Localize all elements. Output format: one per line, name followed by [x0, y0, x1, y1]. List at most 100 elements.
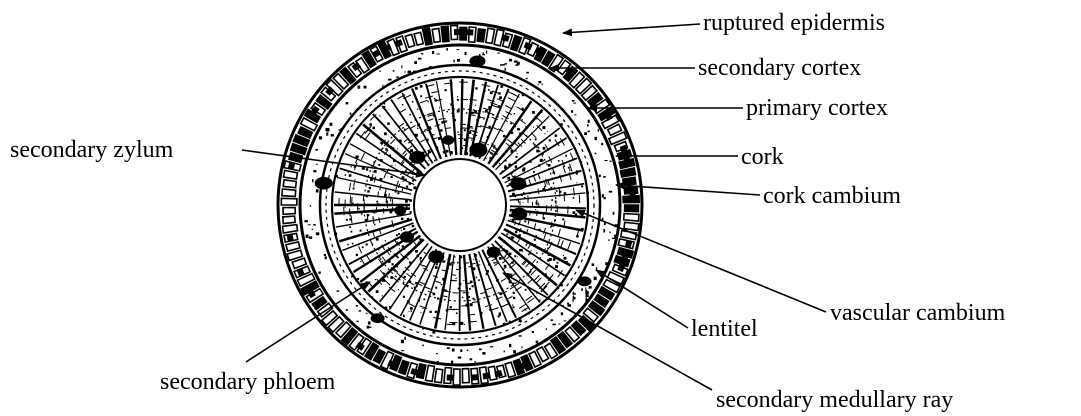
- tissue-speck: [358, 244, 359, 245]
- tissue-speck: [511, 172, 513, 174]
- tissue-speck: [467, 124, 468, 125]
- cortex-cell-dot: [603, 229, 605, 232]
- tissue-speck: [555, 134, 558, 137]
- cortex-cell-dot: [414, 61, 417, 64]
- tissue-speck: [486, 270, 489, 273]
- xylem-cell-wall: [491, 150, 495, 152]
- cork-cell: [405, 34, 415, 47]
- medullary-ray: [482, 250, 516, 318]
- tissue-speck: [428, 161, 429, 162]
- cork-cell-dark: [410, 368, 419, 376]
- cortex-cell-dot: [393, 70, 395, 72]
- tissue-speck: [496, 279, 499, 282]
- cortex-cell-dot: [504, 351, 505, 353]
- tissue-speck: [565, 275, 566, 276]
- tissue-speck: [379, 115, 380, 116]
- tissue-speck: [348, 213, 349, 214]
- tissue-speck: [513, 297, 515, 299]
- cortex-cell-dot: [364, 86, 367, 89]
- tissue-speck: [421, 312, 422, 313]
- tissue-speck: [404, 128, 405, 129]
- tissue-speck: [461, 147, 463, 149]
- tissue-speck: [444, 290, 446, 292]
- cork-cell: [286, 242, 300, 251]
- tissue-speck: [345, 174, 347, 176]
- tissue-speck: [373, 177, 375, 179]
- tissue-speck: [437, 297, 439, 299]
- tissue-speck: [574, 148, 576, 150]
- tissue-speck: [534, 117, 537, 120]
- cork-cell: [477, 29, 485, 42]
- cortex-cell-dot: [408, 71, 411, 73]
- cortex-cell-dot: [595, 137, 597, 140]
- tissue-speck: [522, 108, 524, 110]
- tissue-speck: [536, 252, 538, 254]
- cortex-cell-dot: [312, 179, 314, 182]
- tissue-speck: [352, 203, 354, 205]
- tissue-speck: [392, 147, 395, 150]
- tissue-speck: [488, 126, 490, 128]
- tissue-speck: [427, 253, 428, 254]
- tissue-speck: [403, 228, 405, 230]
- tissue-speck: [432, 331, 435, 334]
- tissue-speck: [512, 219, 515, 222]
- tissue-speck: [560, 123, 563, 126]
- tissue-speck: [488, 263, 491, 266]
- xylem-cell-wall: [408, 146, 412, 150]
- tissue-speck: [372, 296, 374, 298]
- tissue-speck: [457, 262, 459, 264]
- xylem-cell-wall: [505, 106, 512, 109]
- tissue-speck: [569, 215, 571, 217]
- tissue-speck: [404, 276, 406, 278]
- tissue-speck: [557, 287, 559, 289]
- tissue-speck: [518, 223, 520, 225]
- tissue-speck: [469, 288, 471, 290]
- xylem-cell-wall: [389, 193, 390, 198]
- xylem-cell-wall: [528, 244, 531, 249]
- tissue-speck: [426, 153, 429, 156]
- label-secondary-cortex: secondary cortex: [698, 55, 861, 81]
- cortex-cell-dot: [401, 340, 404, 344]
- xylem-cell-wall: [397, 181, 399, 185]
- tissue-speck: [513, 169, 514, 170]
- xylem-cell-wall: [511, 264, 515, 268]
- cortex-cell-dot: [432, 51, 434, 54]
- tissue-speck: [532, 111, 535, 114]
- xylem-cell-wall: [530, 211, 531, 216]
- xylem-cell-wall: [526, 262, 530, 267]
- tissue-speck: [427, 101, 428, 102]
- cortex-cell-dot: [595, 153, 597, 155]
- tissue-speck: [501, 85, 504, 88]
- xylem-cell-wall: [385, 189, 386, 194]
- pith-outline: [414, 159, 506, 251]
- xylem-cell-wall: [558, 229, 560, 236]
- tissue-speck: [398, 233, 400, 235]
- xylem-cell-wall: [536, 117, 542, 123]
- tissue-speck: [555, 201, 557, 203]
- tissue-speck: [576, 173, 578, 175]
- tissue-speck: [480, 312, 483, 315]
- xylem-blob: [400, 231, 414, 242]
- cortex-cell-dot: [437, 361, 439, 364]
- tissue-speck: [409, 281, 412, 284]
- cortex-cell-dot: [486, 51, 487, 54]
- tissue-speck: [468, 131, 471, 134]
- cork-cell: [414, 32, 423, 45]
- tissue-speck: [436, 263, 438, 265]
- tissue-speck: [511, 261, 513, 263]
- tissue-speck: [357, 278, 359, 280]
- cork-cell: [425, 365, 434, 381]
- tissue-speck: [522, 119, 523, 120]
- cork-cell: [328, 317, 343, 332]
- xylem-cell-wall: [361, 259, 365, 266]
- tissue-speck: [436, 146, 439, 149]
- cortex-cell-dot: [331, 134, 334, 136]
- cork-cell: [623, 177, 636, 185]
- xylem-cell-wall: [450, 280, 455, 281]
- xylem-cell-wall: [472, 135, 477, 136]
- cortex-cell-dot: [451, 361, 453, 364]
- tissue-speck: [435, 99, 437, 101]
- tissue-speck: [360, 230, 362, 232]
- cortex-cell-dot: [596, 267, 597, 270]
- cork-cell-dark: [442, 29, 450, 36]
